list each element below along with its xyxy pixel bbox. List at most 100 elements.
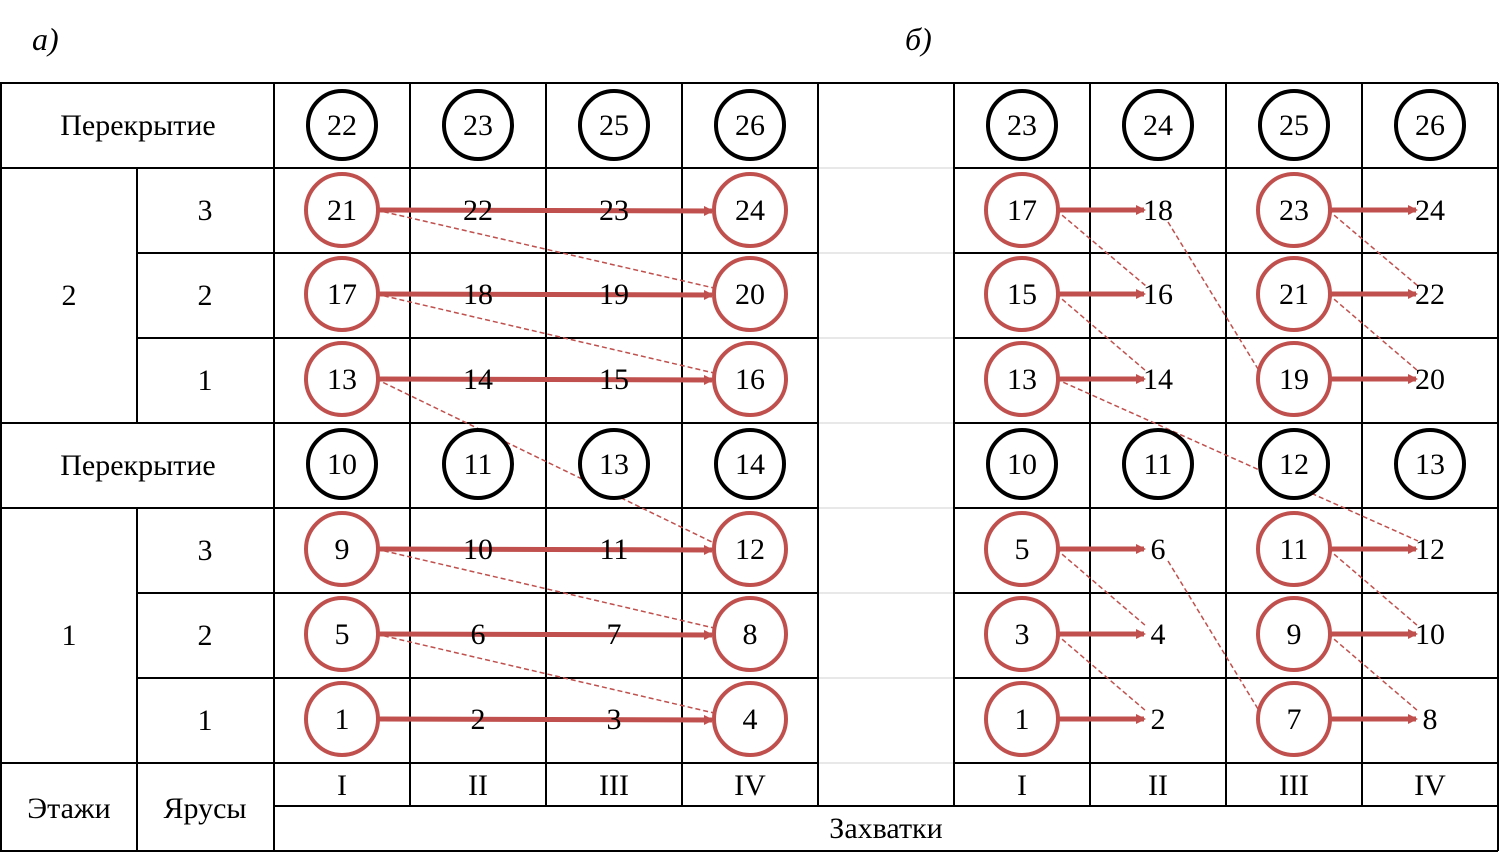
b-slab-lower-1-circle xyxy=(986,428,1058,500)
a-lower-arrow-2 xyxy=(377,714,714,725)
b-upper-r1-c3-circle xyxy=(1256,172,1332,248)
a-lower-arrow-0 xyxy=(377,544,714,555)
panel-a-title: а) xyxy=(32,21,59,57)
tier-label-upper-3: 3 xyxy=(198,194,213,227)
a-slab-upper-3-value: 25 xyxy=(599,109,629,142)
b-upper-r1-c2-value: 18 xyxy=(1143,194,1173,227)
b-upper-r1-c1-circle xyxy=(984,172,1060,248)
zone-b-4: IV xyxy=(1414,769,1446,802)
b-lower-dash-right-0 xyxy=(1327,548,1419,627)
b-slab-upper-2-value: 24 xyxy=(1143,109,1173,142)
a-slab-upper-2-circle xyxy=(442,89,514,161)
b-lower-r2-c3-circle xyxy=(1256,596,1332,672)
b-slab-upper-3-circle xyxy=(1258,89,1330,161)
a-lower-r3-c1-circle xyxy=(304,681,380,757)
b-lower-r3-c3-circle xyxy=(1256,681,1332,757)
a-slab-lower-2-circle xyxy=(442,428,514,500)
a-slab-lower-4-circle xyxy=(714,428,786,500)
a-upper-r1-c4-circle xyxy=(712,172,788,248)
a-slab-lower-2-value: 11 xyxy=(464,448,493,481)
a-upper-r3-c2-value: 14 xyxy=(463,363,493,396)
a-slab-lower-4-value: 14 xyxy=(735,448,765,481)
a-lower-r2-c3-value: 7 xyxy=(607,618,622,651)
b-lower-r3-c3-value: 7 xyxy=(1287,703,1302,736)
a-lower-r2-c4-circle xyxy=(712,596,788,672)
a-lower-r3-c3-value: 3 xyxy=(607,703,622,736)
tier-label-upper-2: 2 xyxy=(198,279,213,312)
a-lower-r2-c4-value: 8 xyxy=(743,618,758,651)
a-lower-r1-c2-value: 10 xyxy=(463,533,493,566)
a-upper-dash-0 xyxy=(375,209,715,289)
b-upper-r2-c3-circle xyxy=(1256,256,1332,332)
b-lower-r2-c4-value: 10 xyxy=(1415,618,1445,651)
b-lower-r1-c2-value: 6 xyxy=(1151,533,1166,566)
b-slab-upper-4-value: 26 xyxy=(1415,109,1445,142)
zone-b-2: II xyxy=(1148,769,1168,802)
a-lower-r2-c2-value: 6 xyxy=(471,618,486,651)
a-lower-r3-c4-circle xyxy=(712,681,788,757)
zone-b-3: III xyxy=(1279,769,1309,802)
b-lower-r1-c1-circle xyxy=(984,511,1060,587)
a-slab-lower-3-value: 13 xyxy=(599,448,629,481)
a-slab-lower-3-circle xyxy=(578,428,650,500)
b-lower-dash-left-1 xyxy=(1055,633,1147,712)
a-slab-lower-1-value: 10 xyxy=(327,448,357,481)
b-upper-dash-right-0 xyxy=(1327,209,1419,287)
a-upper-r1-c1-circle xyxy=(304,172,380,248)
b-lower-r3-c1-value: 1 xyxy=(1015,703,1030,736)
b-lower-r3-c2-value: 2 xyxy=(1151,703,1166,736)
b-slab-lower-4-circle xyxy=(1394,428,1466,500)
a-lower-arrow-1 xyxy=(377,629,714,640)
zone-a-1: I xyxy=(337,769,347,802)
b-upper-r3-c4-value: 20 xyxy=(1415,363,1445,396)
b-slab-lower-2-value: 11 xyxy=(1144,448,1173,481)
a-lower-r1-c4-circle xyxy=(712,511,788,587)
b-slab-lower-2-circle xyxy=(1122,428,1194,500)
a-slab-upper-3-circle xyxy=(578,89,650,161)
b-lower-r2-c1-circle xyxy=(984,596,1060,672)
b-lower-r1-c3-circle xyxy=(1256,511,1332,587)
b-upper-dash-right-1 xyxy=(1327,293,1419,372)
b-upper-r3-c3-value: 19 xyxy=(1279,363,1309,396)
b-lower-dash-right-1 xyxy=(1327,633,1419,712)
a-lower-r2-c1-circle xyxy=(304,596,380,672)
a-slab-upper-1-circle xyxy=(306,89,378,161)
a-upper-r1-c1-value: 21 xyxy=(327,194,357,227)
a-lower-r3-c4-value: 4 xyxy=(743,703,758,736)
b-slab-lower-1-value: 10 xyxy=(1007,448,1037,481)
b-lower-dash-left-0 xyxy=(1055,548,1147,627)
b-lower-r3-c4-value: 8 xyxy=(1423,703,1438,736)
floor-label-2: 2 xyxy=(62,279,77,312)
b-lower-r1-c4-value: 12 xyxy=(1415,533,1445,566)
tier-label-lower-2: 2 xyxy=(198,619,213,652)
floor-label-1: 1 xyxy=(62,619,77,652)
b-cross-dash xyxy=(1055,378,1419,542)
b-upper-dash-left-0 xyxy=(1055,209,1147,287)
a-upper-r1-c2-value: 22 xyxy=(463,194,493,227)
b-lower-r3-c1-circle xyxy=(984,681,1060,757)
a-upper-dash-1 xyxy=(375,293,715,374)
a-upper-r2-c3-value: 19 xyxy=(599,278,629,311)
slab-label-upper: Перекрытие xyxy=(60,109,216,142)
a-lower-r1-c1-circle xyxy=(304,511,380,587)
a-upper-r3-c1-circle xyxy=(304,341,380,417)
tier-label-upper-1: 1 xyxy=(198,364,213,397)
b-upper-r3-c2-value: 14 xyxy=(1143,363,1173,396)
b-upper-r3-c3-circle xyxy=(1256,341,1332,417)
a-upper-r2-c1-circle xyxy=(304,256,380,332)
a-slab-lower-1-circle xyxy=(306,428,378,500)
zone-a-2: II xyxy=(468,769,488,802)
b-slab-upper-1-value: 23 xyxy=(1007,109,1037,142)
a-slab-upper-2-value: 23 xyxy=(463,109,493,142)
b-slab-upper-2-circle xyxy=(1122,89,1194,161)
a-slab-upper-4-value: 26 xyxy=(735,109,765,142)
a-upper-r2-c2-value: 18 xyxy=(463,278,493,311)
a-lower-r1-c1-value: 9 xyxy=(335,533,350,566)
a-upper-r2-c4-circle xyxy=(712,256,788,332)
a-lower-r1-c3-value: 11 xyxy=(600,533,629,566)
a-upper-r1-c4-value: 24 xyxy=(735,194,765,227)
b-upper-r3-c1-circle xyxy=(984,341,1060,417)
b-upper-dash-left-1 xyxy=(1055,293,1147,372)
